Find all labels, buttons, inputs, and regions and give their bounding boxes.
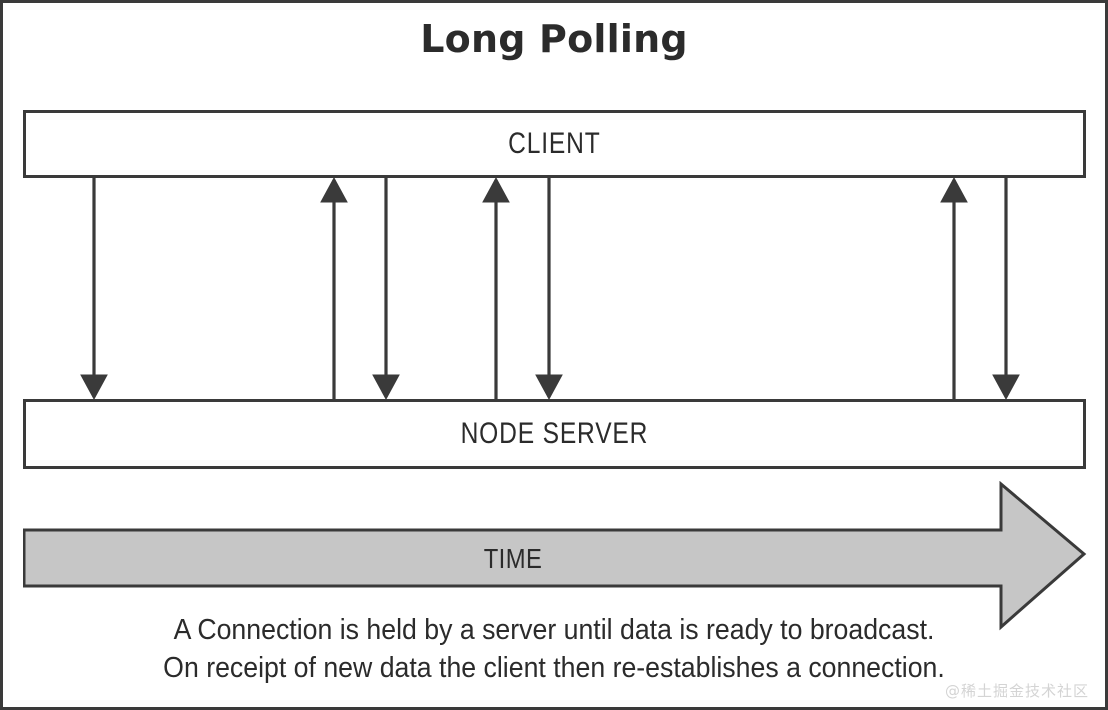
message-arrow-5-down bbox=[535, 178, 563, 401]
page-title: Long Polling bbox=[420, 17, 688, 61]
caption-line-1: A Connection is held by a server until d… bbox=[173, 614, 935, 646]
caption: A Connection is held by a server until d… bbox=[3, 611, 1105, 687]
watermark: @稀土掘金技术社区 bbox=[944, 682, 1089, 700]
lane-server: NODE SERVER bbox=[23, 399, 1086, 469]
time-arrow-shape bbox=[23, 481, 1087, 631]
message-arrow-3-down bbox=[372, 178, 400, 401]
time-axis-arrow bbox=[23, 481, 1087, 631]
message-arrow-1-down bbox=[80, 178, 108, 401]
time-axis-label: TIME bbox=[483, 542, 543, 574]
lane-client-label: CLIENT bbox=[508, 127, 601, 160]
caption-line-2: On receipt of new data the client then r… bbox=[163, 652, 945, 684]
message-arrow-4-up bbox=[482, 176, 510, 399]
lane-server-label: NODE SERVER bbox=[460, 417, 649, 450]
message-arrow-2-up bbox=[320, 176, 348, 399]
message-arrow-6-up bbox=[940, 176, 968, 399]
lane-client: CLIENT bbox=[23, 110, 1086, 178]
message-arrow-7-down bbox=[992, 178, 1020, 401]
